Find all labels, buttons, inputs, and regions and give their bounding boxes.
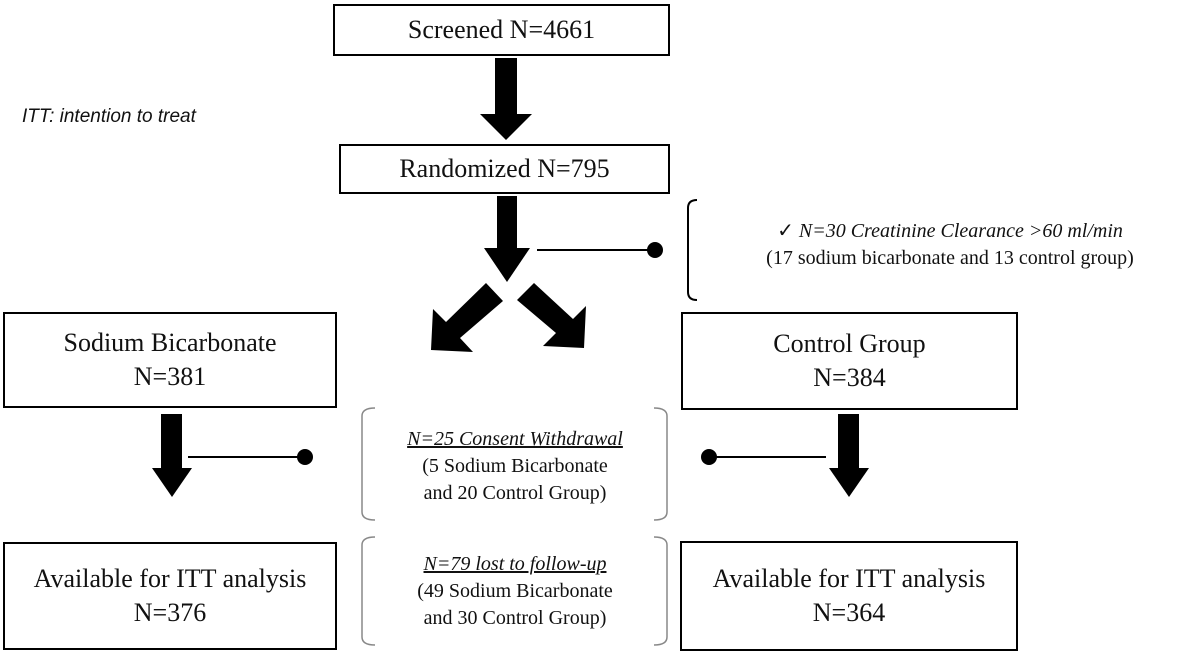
final-right-name: Available for ITT analysis <box>712 564 986 593</box>
randomized-box: Randomized N=795 <box>339 144 670 194</box>
withdrawal-head: N=25 Consent Withdrawal <box>407 428 623 450</box>
arrow-split-right <box>517 283 586 348</box>
lost-line2: and 30 Control Group) <box>423 607 607 629</box>
final-right-n: N=364 <box>812 598 886 627</box>
arm-left-name: Sodium Bicarbonate <box>63 328 277 357</box>
exclusion-note: ✓ N=30 Creatinine Clearance >60 ml/min (… <box>700 218 1200 272</box>
withdrawal-note: N=25 Consent Withdrawal (5 Sodium Bicarb… <box>366 426 664 507</box>
withdrawal-line2: and 20 Control Group) <box>423 482 607 504</box>
exclusion-bracket <box>687 199 698 301</box>
lost-to-follow-up-note: N=79 lost to follow-up (49 Sodium Bicarb… <box>366 551 664 632</box>
arm-sodium-bicarbonate-box: Sodium Bicarbonate N=381 <box>3 312 337 408</box>
final-left-name: Available for ITT analysis <box>33 564 307 593</box>
arm-control-group-box: Control Group N=384 <box>681 312 1018 410</box>
lost-bracket-right <box>653 536 668 646</box>
exclusion-head-line: ✓ N=30 Creatinine Clearance >60 ml/min <box>700 218 1200 245</box>
arrow-split-left <box>431 283 503 352</box>
arrow-left-arm-down <box>152 414 192 497</box>
lost-bracket-left <box>361 536 376 646</box>
arm-right-n: N=384 <box>813 363 886 392</box>
exclusion-connector <box>537 242 663 258</box>
withdrawal-connector-right <box>701 449 826 465</box>
final-left-n: N=376 <box>133 598 207 627</box>
abbreviation-legend: ITT: intention to treat <box>22 106 196 127</box>
arm-left-n: N=381 <box>133 362 207 391</box>
exclusion-detail: (17 sodium bicarbonate and 13 control gr… <box>766 247 1134 269</box>
screened-label: Screened N=4661 <box>407 15 596 44</box>
arrow-screened-to-randomized <box>480 58 532 140</box>
arrow-right-arm-down <box>829 414 869 497</box>
withdrawal-bracket-right <box>653 407 668 521</box>
final-control-group-box: Available for ITT analysis N=364 <box>680 541 1018 651</box>
withdrawal-connector-left <box>188 449 313 465</box>
final-sodium-bicarbonate-box: Available for ITT analysis N=376 <box>3 542 337 650</box>
randomized-label: Randomized N=795 <box>399 154 610 183</box>
check-icon: ✓ <box>777 220 794 242</box>
screened-box: Screened N=4661 <box>333 4 670 56</box>
lost-head: N=79 lost to follow-up <box>423 553 607 575</box>
arrow-randomized-to-split <box>484 196 530 282</box>
withdrawal-line1: (5 Sodium Bicarbonate <box>422 455 608 477</box>
arm-right-name: Control Group <box>773 329 926 358</box>
exclusion-head: N=30 Creatinine Clearance >60 ml/min <box>798 220 1123 242</box>
lost-line1: (49 Sodium Bicarbonate <box>417 580 613 602</box>
withdrawal-bracket-left <box>361 407 376 521</box>
